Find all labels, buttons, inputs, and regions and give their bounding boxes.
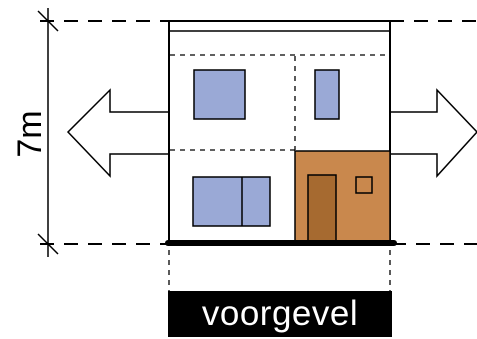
dimension-tick-bottom xyxy=(37,233,59,255)
height-label: 7m xyxy=(10,110,49,158)
arrow-right-icon xyxy=(389,88,477,178)
window-upper-left xyxy=(193,69,246,120)
ground-line xyxy=(165,240,397,246)
door xyxy=(307,174,337,244)
dimension-tick-top xyxy=(37,10,59,32)
arrow-left-icon xyxy=(66,88,171,178)
window-small xyxy=(355,176,373,194)
caption-label: voorgevel xyxy=(168,291,392,337)
window-upper-right xyxy=(314,69,340,120)
window-lower-left xyxy=(192,176,271,227)
